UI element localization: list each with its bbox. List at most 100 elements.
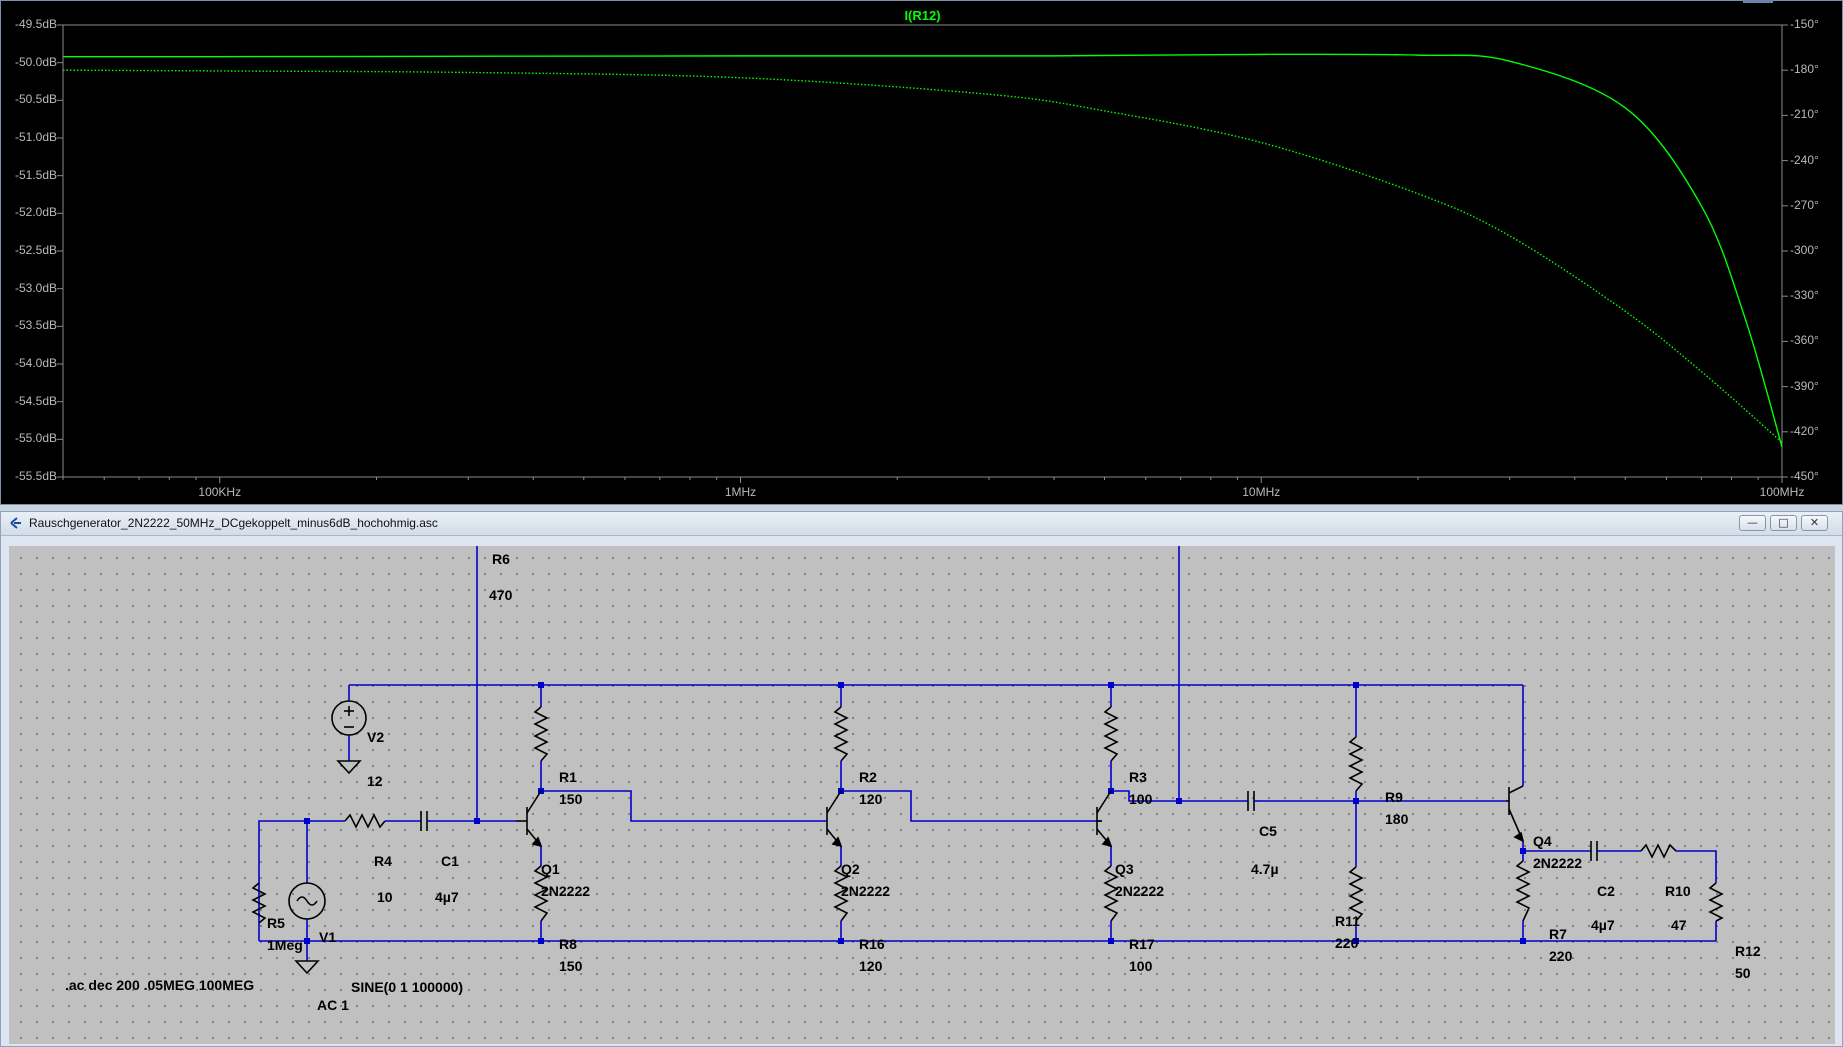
value-r1: 150	[559, 791, 583, 807]
y-right-tick-label: -330°	[1790, 288, 1819, 303]
resistor-r3	[1103, 706, 1119, 762]
y-right-tick-label: -300°	[1790, 243, 1819, 257]
resistor-r9	[1348, 736, 1364, 792]
y-left-tick-label: -54.0dB	[14, 356, 57, 370]
y-left-tick-label: -49.5dB	[14, 17, 57, 31]
value-v2: 12	[367, 773, 383, 789]
label-v1: V1	[319, 929, 337, 945]
y-right-tick-label: -450°	[1790, 469, 1819, 483]
transistor-q2	[826, 790, 843, 848]
resistor-r17	[1103, 865, 1119, 922]
value-v1-ac: AC 1	[317, 997, 349, 1013]
ground-symbol-v2	[336, 760, 362, 775]
label-r8: R8	[559, 936, 577, 952]
value-c5: 4.7µ	[1251, 861, 1279, 877]
label-q1: Q1	[541, 861, 560, 877]
transistor-q1	[516, 790, 543, 848]
resistor-r10	[1640, 843, 1677, 859]
y-left-tick-label: -53.0dB	[14, 280, 57, 295]
value-r16: 120	[859, 958, 883, 974]
value-q3: 2N2222	[1115, 883, 1165, 899]
label-q2: Q2	[841, 861, 860, 877]
value-r6: 470	[489, 587, 513, 603]
window-edge	[1743, 0, 1773, 3]
phase-trace[interactable]	[62, 69, 1783, 443]
label-r12: R12	[1735, 943, 1761, 959]
x-tick-label: 10MHz	[1242, 485, 1281, 499]
schematic-canvas[interactable]: R6 470 V2 12 R1 150 R2 120 R3 100 R9 180…	[9, 546, 1835, 1044]
y-right-tick-label: -390°	[1790, 378, 1819, 393]
junctions	[304, 682, 1526, 944]
label-r17: R17	[1129, 936, 1155, 952]
y-left-tick-label: -52.5dB	[14, 243, 57, 257]
y-right-tick-label: -360°	[1790, 333, 1819, 348]
wires[interactable]	[258, 546, 1717, 961]
value-c1: 4µ7	[435, 889, 459, 905]
schematic-titlebar[interactable]: Rauschgenerator_2N2222_50MHz_DCgekoppelt…	[1, 512, 1842, 536]
value-r9: 180	[1385, 811, 1409, 827]
value-r4: 10	[377, 889, 393, 905]
y-right-tick-label: -240°	[1790, 152, 1819, 167]
label-c5: C5	[1259, 823, 1277, 839]
value-r2: 120	[859, 791, 883, 807]
trace-label-i-r12[interactable]: I(R12)	[904, 8, 941, 23]
transistor-q4	[1506, 785, 1525, 843]
value-r12: 50	[1735, 965, 1751, 981]
resistor-r2	[833, 706, 849, 762]
x-tick-label: 100KHz	[198, 485, 242, 499]
resistor-r11	[1348, 866, 1364, 922]
y-left-tick-label: -51.0dB	[14, 130, 57, 144]
spice-directive[interactable]: .ac dec 200 .05MEG 100MEG	[65, 977, 255, 993]
resistor-r7	[1515, 860, 1531, 922]
label-r6: R6	[492, 551, 510, 567]
value-r10: 47	[1671, 917, 1687, 933]
value-r5: 1Meg	[267, 937, 303, 953]
label-r4: R4	[374, 853, 392, 869]
label-q3: Q3	[1115, 861, 1134, 877]
y-right-tick-label: -420°	[1790, 423, 1819, 438]
resistor-r12	[1708, 882, 1724, 922]
label-r16: R16	[859, 936, 885, 952]
resistor-r16	[833, 865, 849, 922]
label-r7: R7	[1549, 926, 1567, 942]
value-r8: 150	[559, 958, 583, 974]
schematic-drawing[interactable]	[9, 546, 1835, 1044]
close-button[interactable]: ✕	[1801, 515, 1828, 531]
label-q4: Q4	[1533, 833, 1552, 849]
waveform-plot-window[interactable]: I(R12) -49.5dB-50.0dB-50.5dB-51.0dB-51.5…	[0, 0, 1843, 505]
y-left-tick-label: -55.0dB	[14, 431, 57, 446]
value-v1-function: SINE(0 1 100000)	[351, 979, 464, 995]
resistor-r8	[533, 865, 549, 922]
value-c2: 4µ7	[1591, 917, 1615, 933]
ltspice-icon	[10, 517, 21, 529]
label-v2: V2	[367, 729, 385, 745]
components[interactable]	[251, 546, 1724, 975]
value-r7: 220	[1549, 948, 1573, 964]
schematic-window-title: Rauschgenerator_2N2222_50MHz_DCgekoppelt…	[29, 516, 438, 530]
label-r10: R10	[1665, 883, 1691, 899]
y-right-tick-label: -270°	[1790, 197, 1819, 212]
value-q1: 2N2222	[541, 883, 591, 899]
value-r17: 100	[1129, 958, 1153, 974]
label-c1: C1	[441, 853, 459, 869]
value-q4: 2N2222	[1533, 855, 1583, 871]
resistor-r4	[344, 813, 386, 829]
x-tick-label: 100MHz	[1759, 485, 1805, 499]
magnitude-trace[interactable]	[62, 53, 1783, 448]
label-r11: R11	[1335, 913, 1360, 929]
resistor-r5	[251, 882, 267, 924]
label-r2: R2	[859, 769, 877, 785]
resistor-r1	[533, 706, 549, 762]
schematic-window[interactable]: Rauschgenerator_2N2222_50MHz_DCgekoppelt…	[0, 511, 1843, 1047]
x-tick-label: 1MHz	[724, 485, 757, 499]
minimize-button[interactable]: —	[1739, 515, 1766, 531]
plot-frame	[62, 24, 1783, 478]
label-r9: R9	[1385, 789, 1403, 805]
waveform-plot[interactable]	[1, 1, 1843, 506]
y-left-tick-label: -54.5dB	[14, 393, 57, 408]
y-right-tick-label: -210°	[1790, 107, 1819, 122]
value-q2: 2N2222	[841, 883, 891, 899]
maximize-button[interactable]: □	[1770, 515, 1797, 531]
value-r3: 100	[1129, 791, 1153, 807]
label-r5: R5	[267, 915, 285, 931]
